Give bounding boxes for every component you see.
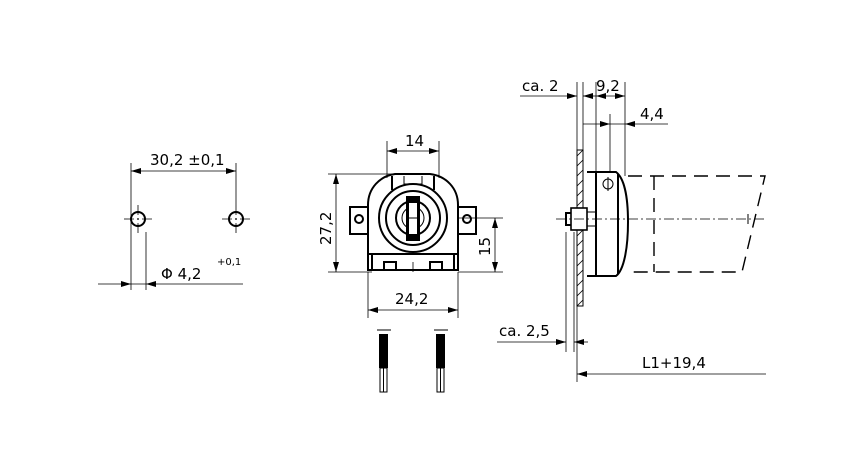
height-center-label: 15 (476, 237, 494, 256)
holder-body-outline (367, 173, 459, 271)
depth-label: 9,2 (596, 77, 620, 95)
hole-pattern-view: 30,2 ±0,1 Φ 4,2 +0,1 (98, 151, 250, 290)
hole-spacing-label: 30,2 ±0,1 (150, 151, 225, 169)
width-top-label: 14 (405, 132, 424, 150)
mounting-ear-right (458, 206, 477, 235)
hole-diameter-label: Φ 4,2 (161, 265, 201, 283)
rotor-ring (385, 190, 441, 246)
mounting-ear-left (349, 206, 368, 235)
side-view: ca. 2 9,2 4,4 ca. 2,5 L1+19,4 (497, 77, 766, 382)
offset-ca2-label: ca. 2 (522, 77, 559, 95)
depth-inner-label: 4,4 (640, 105, 664, 123)
holder-side-body (587, 171, 630, 277)
front-view: 14 27,2 15 24,2 (317, 132, 503, 393)
length-label: L1+19,4 (642, 354, 706, 372)
width-bottom-label: 24,2 (395, 290, 428, 308)
hole-tolerance-label: +0,1 (217, 257, 241, 268)
height-total-label: 27,2 (317, 212, 335, 245)
lamp-outline (628, 175, 766, 273)
offset-ca25-label: ca. 2,5 (499, 322, 550, 340)
outer-ring (378, 183, 448, 253)
lead-wires (377, 329, 448, 393)
